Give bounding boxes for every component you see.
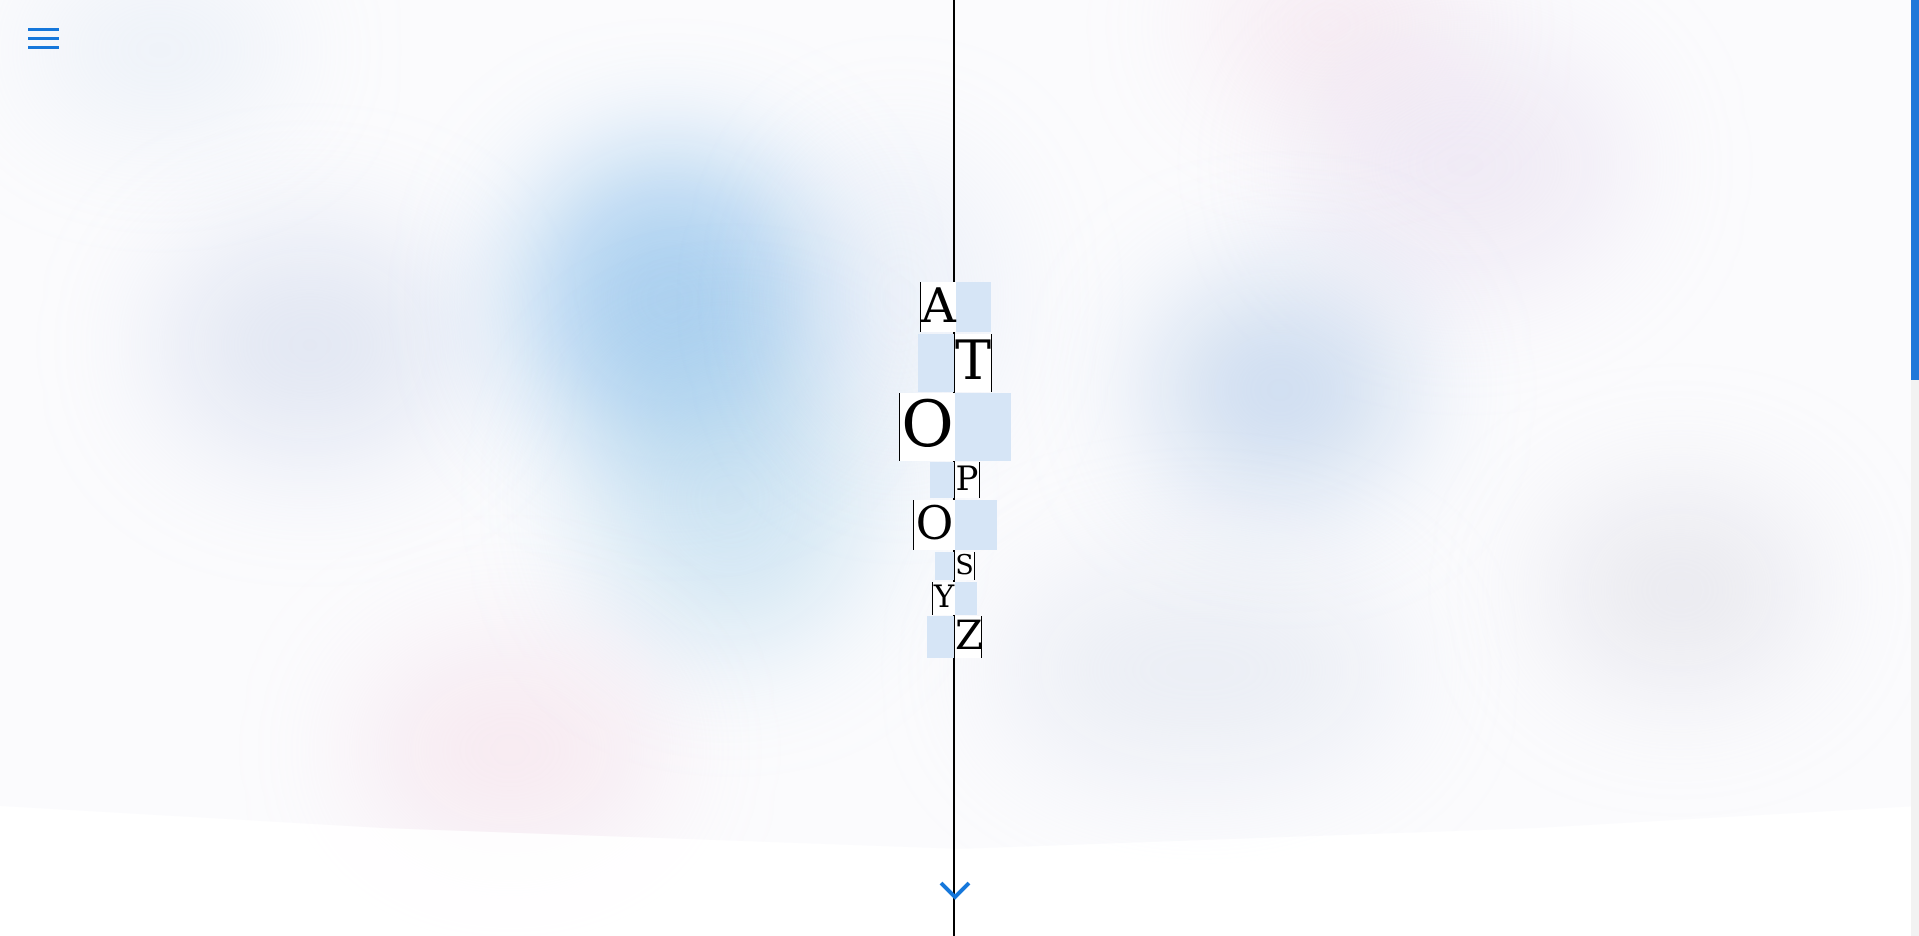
letter-tile	[955, 393, 1011, 461]
letter-tile	[927, 616, 954, 658]
background-blob	[1150, 280, 1410, 500]
background-blob	[590, 350, 870, 650]
center-divider-line	[953, 0, 955, 936]
background-blob	[1550, 490, 1810, 690]
background-blob	[1000, 560, 1400, 780]
logo-letter: O	[913, 500, 955, 550]
logo-letter: O	[899, 393, 955, 461]
logo-letter: P	[955, 459, 980, 499]
logo-letter: T	[955, 329, 992, 392]
background-blob	[160, 230, 460, 460]
hamburger-menu-icon	[28, 28, 59, 31]
scrollbar-thumb[interactable]	[1911, 0, 1919, 380]
background-blob	[1300, 40, 1630, 290]
background-blob	[520, 150, 820, 450]
logo-letter: Y	[932, 579, 955, 615]
logo-letter: A	[920, 278, 956, 334]
scroll-down-button[interactable]	[939, 880, 971, 902]
letter-tile	[955, 582, 977, 615]
letter-tile	[935, 552, 954, 580]
logo-letter: S	[955, 550, 975, 581]
letter-tile	[918, 334, 954, 392]
letter-tile	[955, 500, 997, 550]
page-scrollbar[interactable]	[1911, 0, 1919, 936]
hamburger-menu-icon	[28, 37, 59, 40]
chevron-down-icon	[939, 881, 971, 900]
background-blob	[360, 640, 660, 860]
logo-letter: Z	[955, 613, 983, 659]
hamburger-menu-icon	[28, 46, 59, 49]
menu-button[interactable]	[22, 22, 66, 62]
background-blob	[30, 0, 290, 130]
letter-tile	[930, 462, 954, 498]
letter-tile	[955, 282, 991, 332]
